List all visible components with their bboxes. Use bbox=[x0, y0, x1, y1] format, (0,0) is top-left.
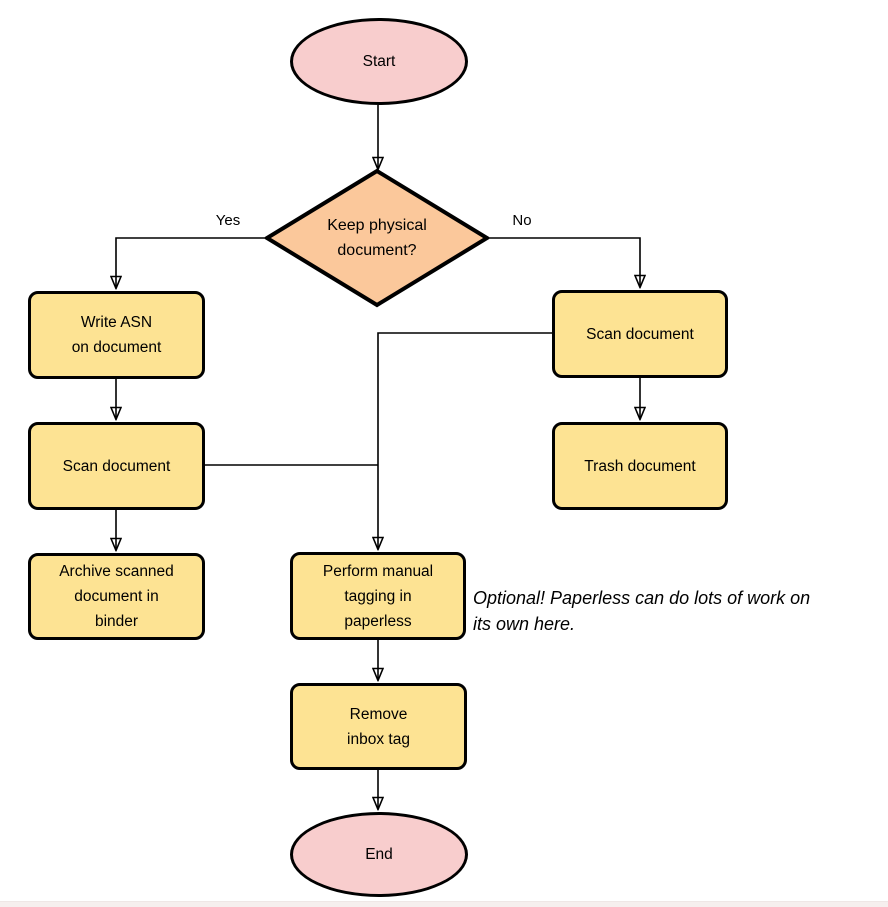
node-decision-label: Keep physical document? bbox=[327, 217, 427, 259]
node-archive-binder-label: Archive scanned document in binder bbox=[59, 563, 174, 630]
node-write-asn: Write ASN on document bbox=[28, 291, 205, 379]
node-scan-document-left-label: Scan document bbox=[62, 457, 171, 475]
node-start: Start bbox=[290, 18, 468, 105]
node-remove-inbox-tag-label: Remove inbox tag bbox=[347, 705, 410, 748]
edge-scan-right-to-tagging bbox=[378, 332, 552, 549]
node-scan-document-right: Scan document bbox=[552, 290, 728, 378]
node-write-asn-label: Write ASN on document bbox=[71, 314, 162, 356]
node-trash-document-label: Trash document bbox=[584, 457, 696, 475]
page-bottom-strip bbox=[0, 901, 888, 907]
node-start-label: Start bbox=[362, 53, 396, 70]
edge-decision-yes-to-write-asn bbox=[116, 237, 264, 288]
node-decision: Keep physical document? bbox=[264, 168, 490, 308]
node-remove-inbox-tag: Remove inbox tag bbox=[290, 683, 467, 770]
node-trash-document: Trash document bbox=[552, 422, 728, 510]
edge-label-no: No bbox=[512, 212, 532, 229]
node-end: End bbox=[290, 812, 468, 897]
node-archive-binder: Archive scanned document in binder bbox=[28, 553, 205, 640]
edge-label-yes: Yes bbox=[215, 212, 241, 229]
node-end-label: End bbox=[365, 846, 393, 863]
node-manual-tagging: Perform manual tagging in paperless bbox=[290, 552, 466, 640]
edge-decision-no-to-scan-right bbox=[490, 237, 640, 287]
decision-diamond-shape bbox=[264, 168, 490, 308]
node-manual-tagging-label: Perform manual tagging in paperless bbox=[322, 562, 434, 630]
annotation-optional-note: Optional! Paperless can do lots of work … bbox=[473, 588, 811, 634]
node-scan-document-right-label: Scan document bbox=[586, 325, 694, 343]
node-scan-document-left: Scan document bbox=[28, 422, 205, 510]
